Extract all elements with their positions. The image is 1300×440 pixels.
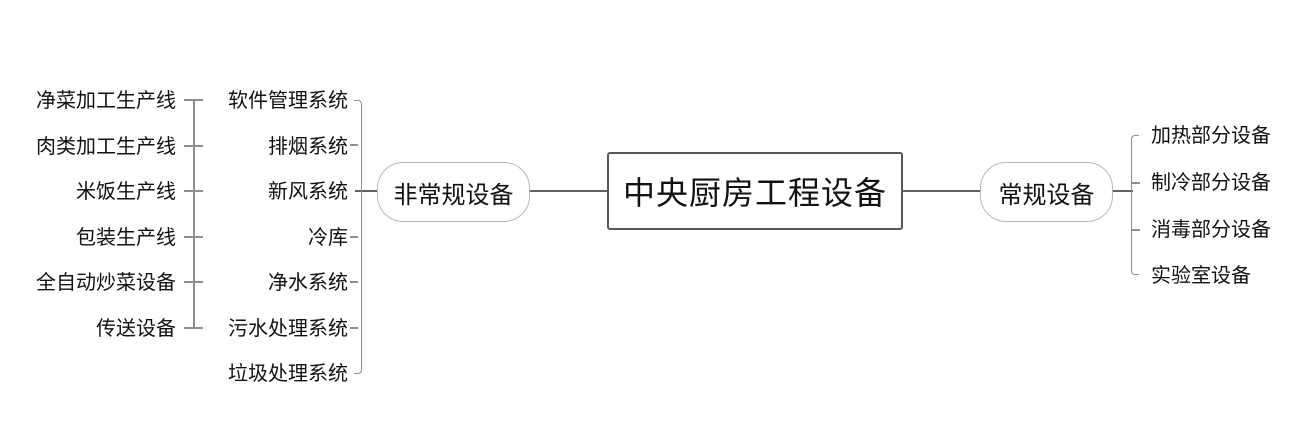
- list-item[interactable]: 冷库: [308, 225, 348, 249]
- list-item[interactable]: 新风系统: [268, 179, 348, 203]
- tick: [184, 99, 203, 101]
- root-label: 中央厨房工程设备: [622, 174, 887, 212]
- connector-right-stub: [1113, 190, 1133, 192]
- tick: [350, 236, 358, 238]
- list-item[interactable]: 全自动炒菜设备: [36, 270, 176, 294]
- tick: [350, 281, 358, 283]
- tick: [350, 144, 358, 146]
- list-item[interactable]: 排烟系统: [268, 134, 348, 158]
- list-item[interactable]: 净水系统: [268, 270, 348, 294]
- connector-root-left: [530, 190, 607, 192]
- list-item[interactable]: 传送设备: [96, 316, 176, 340]
- list-item[interactable]: 净菜加工生产线: [36, 88, 176, 112]
- tick: [184, 145, 203, 147]
- tick: [350, 327, 358, 329]
- root-node[interactable]: 中央厨房工程设备: [607, 152, 903, 230]
- list-item[interactable]: 制冷部分设备: [1151, 170, 1271, 194]
- tick: [184, 190, 203, 192]
- list-item[interactable]: 实验室设备: [1151, 263, 1251, 287]
- list-item[interactable]: 肉类加工生产线: [36, 134, 176, 158]
- tick: [184, 236, 203, 238]
- list-item[interactable]: 消毒部分设备: [1151, 217, 1271, 241]
- tick: [184, 327, 203, 329]
- list-item[interactable]: 垃圾处理系统: [228, 361, 348, 385]
- list-item[interactable]: 加热部分设备: [1151, 123, 1271, 147]
- tick: [1132, 182, 1140, 184]
- tick: [1132, 229, 1140, 231]
- list-item[interactable]: 软件管理系统: [228, 88, 348, 112]
- list-item[interactable]: 米饭生产线: [76, 179, 176, 203]
- left-children-bracket: [354, 100, 362, 374]
- connector-left-stub: [355, 190, 377, 192]
- branch-label: 非常规设备: [393, 180, 514, 209]
- branch-node-nonstandard[interactable]: 非常规设备: [377, 162, 530, 222]
- right-children-bracket: [1131, 135, 1139, 275]
- list-item[interactable]: 污水处理系统: [228, 316, 348, 340]
- list-item[interactable]: 包装生产线: [76, 225, 176, 249]
- branch-label: 常规设备: [998, 180, 1095, 209]
- tick: [184, 281, 203, 283]
- connector-root-right: [903, 190, 980, 192]
- floating-group-bracket: [193, 100, 195, 328]
- branch-node-standard[interactable]: 常规设备: [980, 162, 1113, 222]
